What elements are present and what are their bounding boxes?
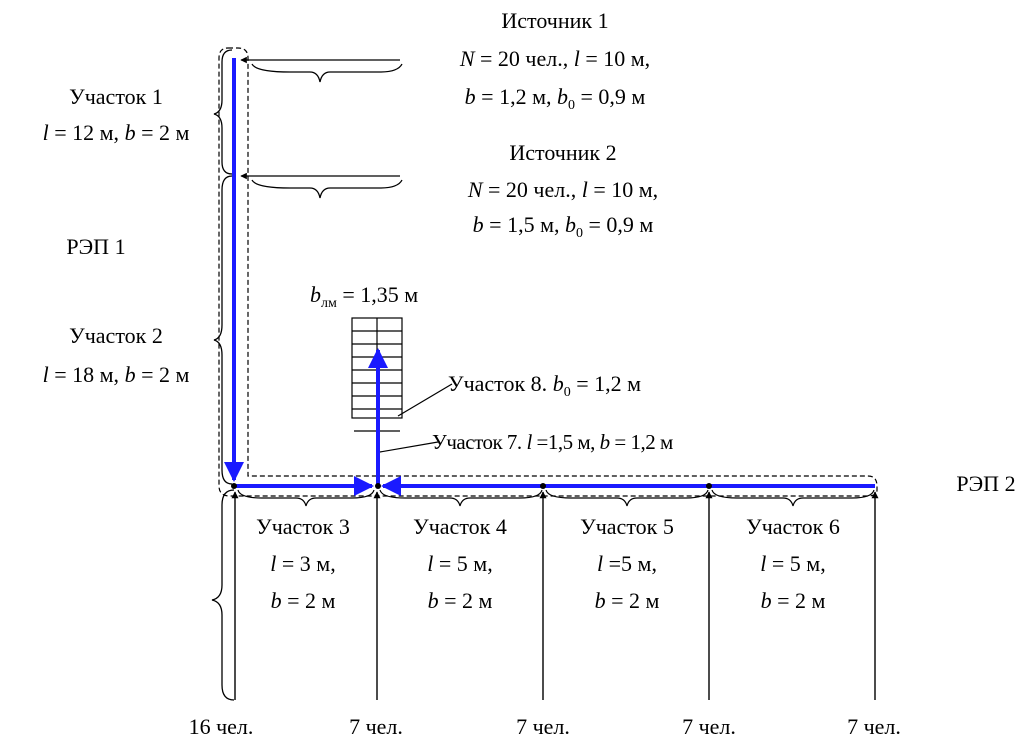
- bottom-braces: [237, 489, 875, 507]
- source2-line2: b = 1,5 м, b0 = 0,9 м: [473, 212, 654, 241]
- people-count-5: 7 чел.: [847, 714, 901, 739]
- people-arrows: [231, 491, 879, 700]
- source-arrows: [240, 56, 403, 199]
- section2-title: Участок 2: [69, 323, 163, 348]
- zone-outlines: [218, 47, 878, 497]
- section8-label: Участок 8. b0 = 1,2 м: [448, 371, 641, 400]
- people-count-1: 16 чел.: [189, 714, 254, 739]
- section4-length: l = 5 м,: [427, 551, 492, 576]
- zone-rep2-label: РЭП 2: [956, 471, 1015, 496]
- section3-title: Участок 3: [256, 514, 350, 539]
- source2-brace: [251, 179, 403, 199]
- section4-title: Участок 4: [413, 514, 507, 539]
- rep1-outline: [218, 47, 878, 497]
- source2-line1: N = 20 чел., l = 10 м,: [467, 177, 658, 202]
- people-count-2: 7 чел.: [349, 714, 403, 739]
- section8-leader: [397, 383, 453, 417]
- source1-line1: N = 20 чел., l = 10 м,: [459, 46, 650, 71]
- stair-width-label: bлм = 1,35 м: [310, 282, 418, 311]
- section5-length: l =5 м,: [597, 551, 657, 576]
- source1-line2: b = 1,2 м, b0 = 0,9 м: [465, 84, 646, 113]
- section3-length: l = 3 м,: [270, 551, 335, 576]
- section5-title: Участок 5: [580, 514, 674, 539]
- section5-brace: [545, 489, 709, 507]
- section3-people-brace: [211, 489, 235, 701]
- source1-title: Источник 1: [501, 8, 608, 33]
- section6-length: l = 5 м,: [760, 551, 825, 576]
- section1-params: l = 12 м, b = 2 м: [43, 120, 190, 145]
- section6-title: Участок 6: [746, 514, 840, 539]
- people-count-4: 7 чел.: [682, 714, 736, 739]
- zone-rep1-label: РЭП 1: [66, 234, 125, 259]
- section2-brace: [213, 175, 233, 485]
- escape-route: [224, 58, 875, 496]
- section7-leader: [379, 441, 439, 453]
- left-braces: [211, 49, 235, 701]
- section4-brace: [379, 489, 543, 507]
- section3-brace: [237, 489, 375, 507]
- section1-brace: [213, 49, 233, 175]
- section5-width: b = 2 м: [595, 588, 660, 613]
- section3-width: b = 2 м: [271, 588, 336, 613]
- source1-brace: [251, 63, 403, 83]
- section2-params: l = 18 м, b = 2 м: [43, 362, 190, 387]
- section6-width: b = 2 м: [761, 588, 826, 613]
- people-count-3: 7 чел.: [516, 714, 570, 739]
- section7-label: Участок 7. l =1,5 м, b = 1,2 м: [432, 430, 673, 454]
- section6-brace: [711, 489, 875, 507]
- route-nodes: [231, 483, 712, 489]
- section4-width: b = 2 м: [428, 588, 493, 613]
- section1-title: Участок 1: [69, 84, 163, 109]
- source2-title: Источник 2: [509, 140, 616, 165]
